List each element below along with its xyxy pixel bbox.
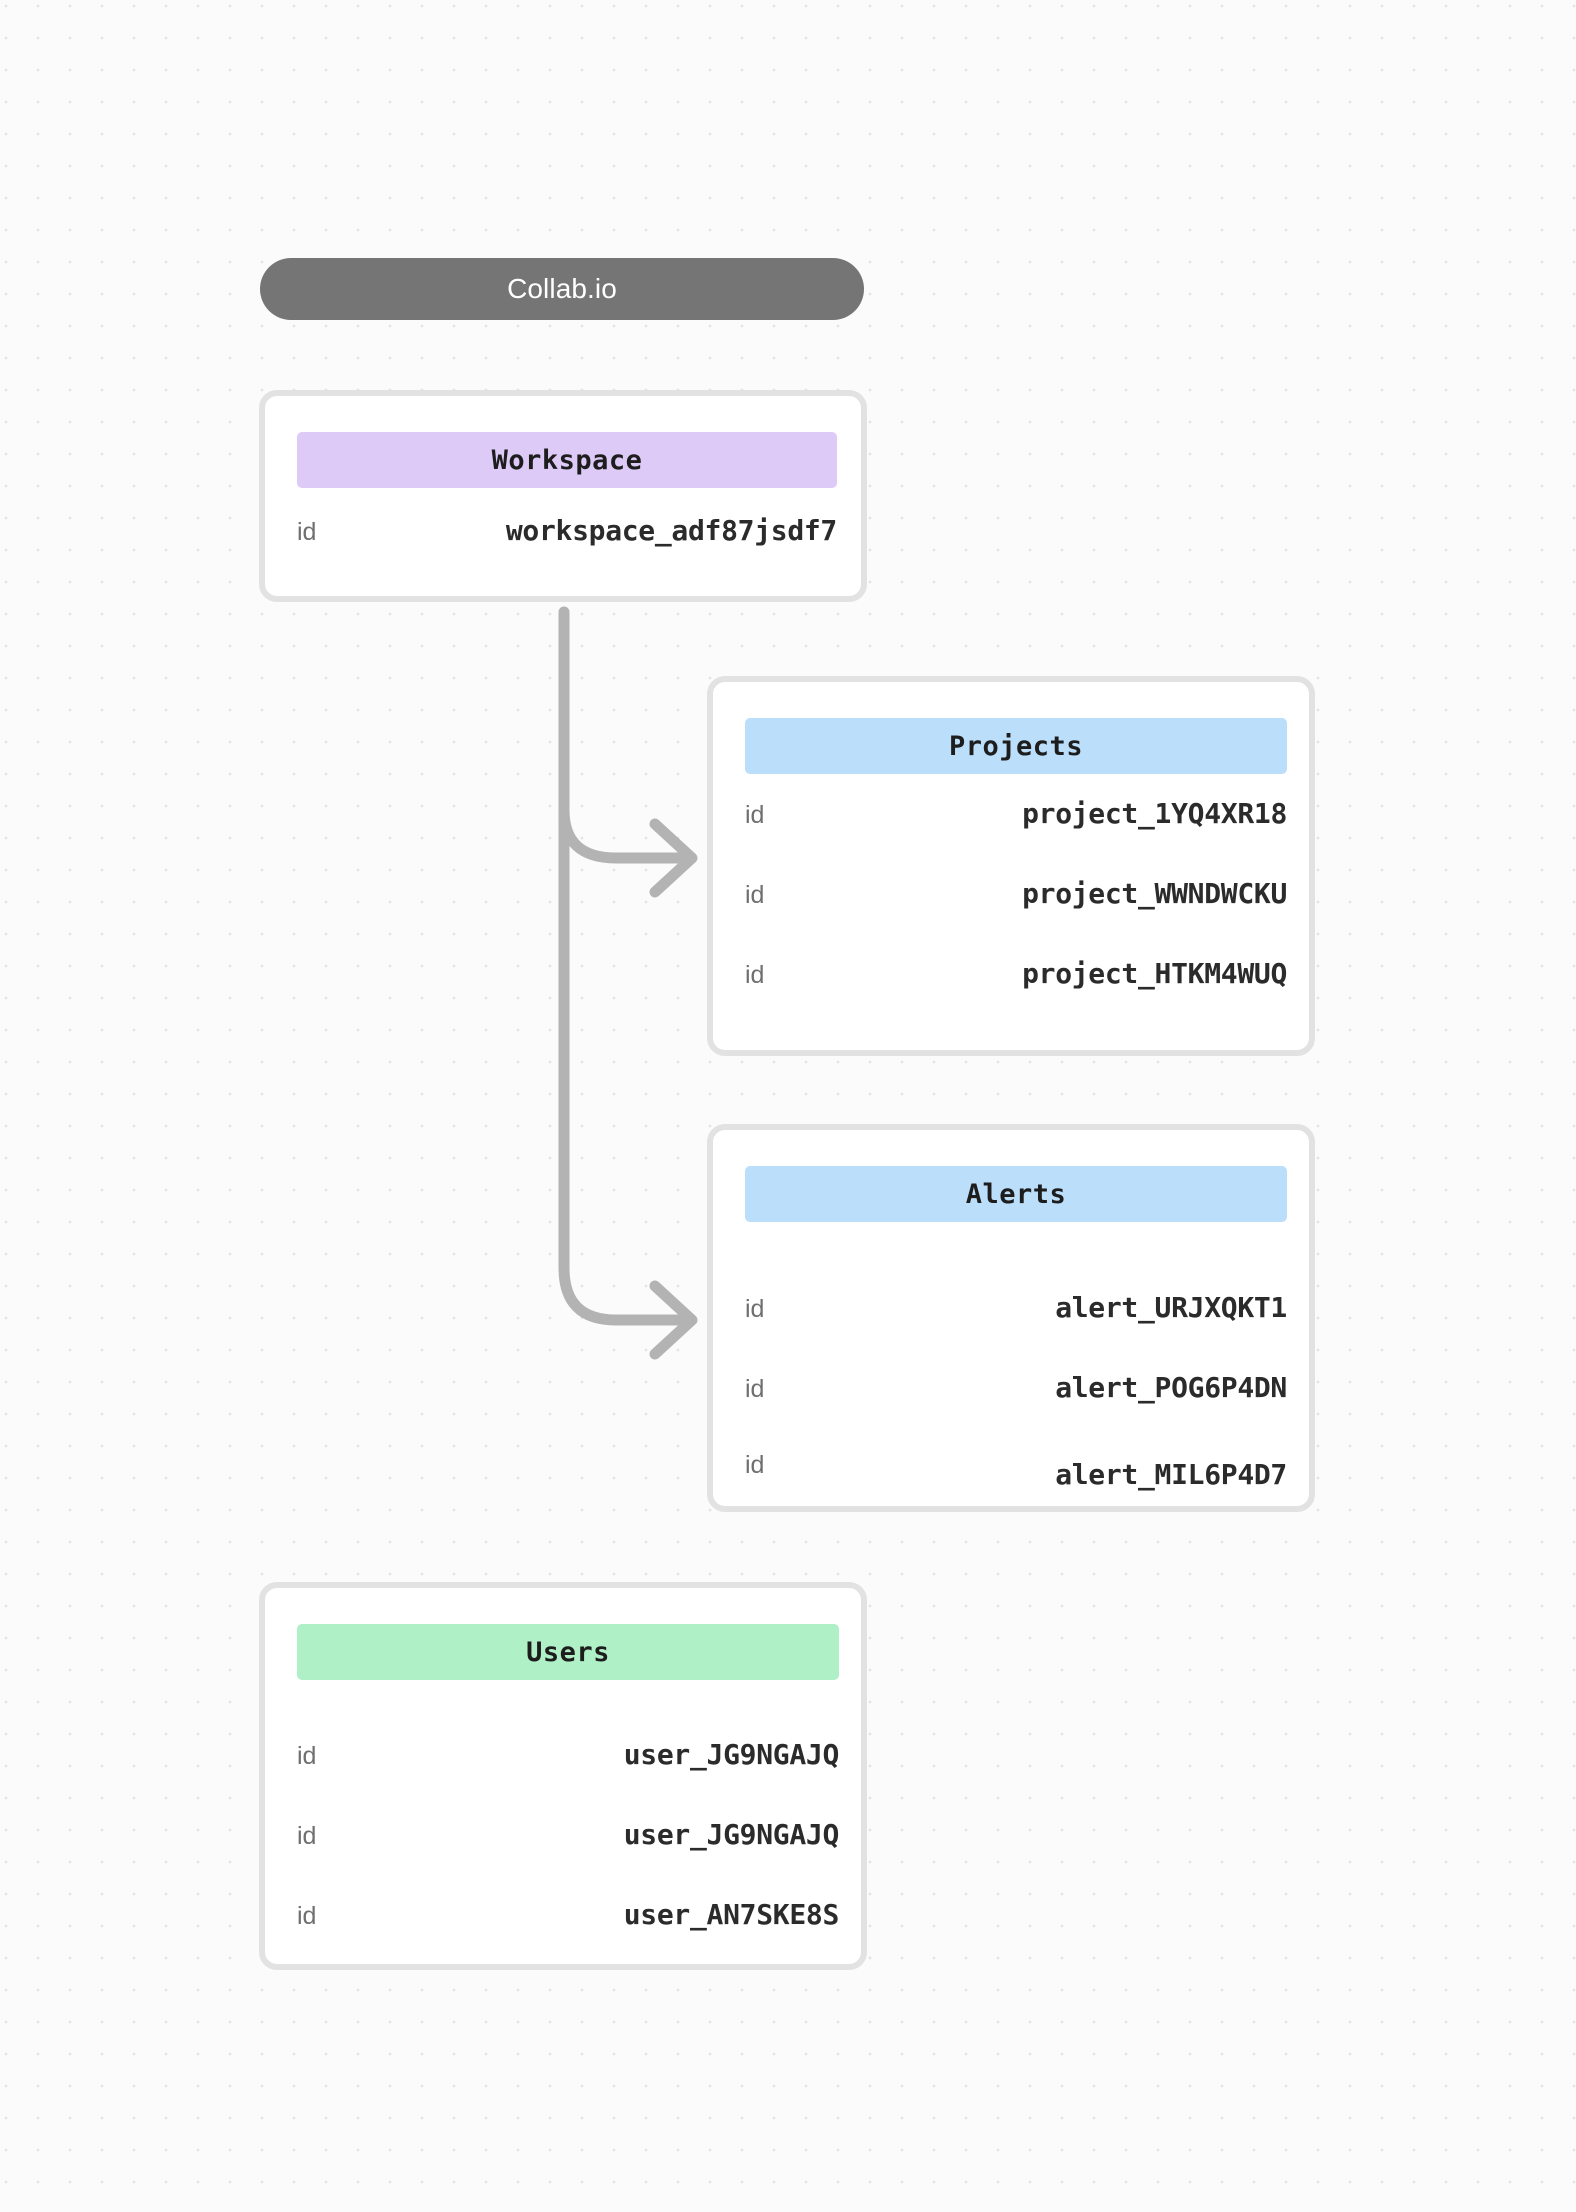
row-key: id — [297, 1822, 317, 1850]
entity-row: id project_WWNDWCKU — [745, 877, 1287, 917]
row-key: id — [297, 1902, 317, 1930]
row-key: id — [745, 1295, 765, 1323]
entity-card-users[interactable]: Users id user_JG9NGAJQ id user_JG9NGAJQ … — [259, 1582, 867, 1970]
row-key: id — [297, 518, 317, 546]
row-key: id — [745, 961, 765, 989]
row-key: id — [745, 801, 765, 829]
row-key: id — [745, 1375, 765, 1403]
entity-row: id alert_POG6P4DN — [745, 1371, 1287, 1411]
entity-title-workspace: Workspace — [297, 432, 837, 488]
arrowhead-projects — [649, 818, 698, 898]
row-value: alert_URJXQKT1 — [1055, 1291, 1287, 1324]
entity-card-alerts[interactable]: Alerts id alert_URJXQKT1 id alert_POG6P4… — [707, 1124, 1315, 1512]
row-key: id — [297, 1742, 317, 1770]
row-key: id — [745, 881, 765, 909]
entity-card-workspace[interactable]: Workspace id workspace_adf87jsdf7 — [259, 390, 867, 602]
arrowhead-alerts — [649, 1280, 698, 1360]
row-value: project_WWNDWCKU — [1022, 877, 1287, 910]
entity-row: id user_JG9NGAJQ — [297, 1818, 839, 1858]
entity-row: id user_JG9NGAJQ — [297, 1738, 839, 1778]
entity-title-users: Users — [297, 1624, 839, 1680]
row-value: user_JG9NGAJQ — [623, 1738, 840, 1771]
row-value: project_1YQ4XR18 — [1022, 797, 1287, 830]
entity-card-projects[interactable]: Projects id project_1YQ4XR18 id project_… — [707, 676, 1315, 1056]
connector-trunk — [558, 606, 694, 1326]
row-value: alert_MIL6P4D7 — [1055, 1458, 1287, 1491]
entity-row: id project_1YQ4XR18 — [745, 797, 1287, 837]
entity-row: id user_AN7SKE8S — [297, 1898, 839, 1938]
entity-row: id alert_MIL6P4D7 — [745, 1447, 1287, 1491]
entity-title-projects: Projects — [745, 718, 1287, 774]
row-value: user_AN7SKE8S — [623, 1898, 840, 1931]
diagram-title: Collab.io — [260, 258, 864, 320]
row-value: workspace_adf87jsdf7 — [505, 514, 837, 547]
row-value: alert_POG6P4DN — [1055, 1371, 1287, 1404]
entity-row: id alert_URJXQKT1 — [745, 1291, 1287, 1331]
entity-row: id workspace_adf87jsdf7 — [297, 514, 837, 554]
entity-title-alerts: Alerts — [745, 1166, 1287, 1222]
row-value: user_JG9NGAJQ — [623, 1818, 840, 1851]
row-key: id — [745, 1451, 765, 1479]
entity-row: id project_HTKM4WUQ — [745, 957, 1287, 997]
connector-branch-projects — [558, 804, 694, 864]
row-value: project_HTKM4WUQ — [1022, 957, 1287, 990]
